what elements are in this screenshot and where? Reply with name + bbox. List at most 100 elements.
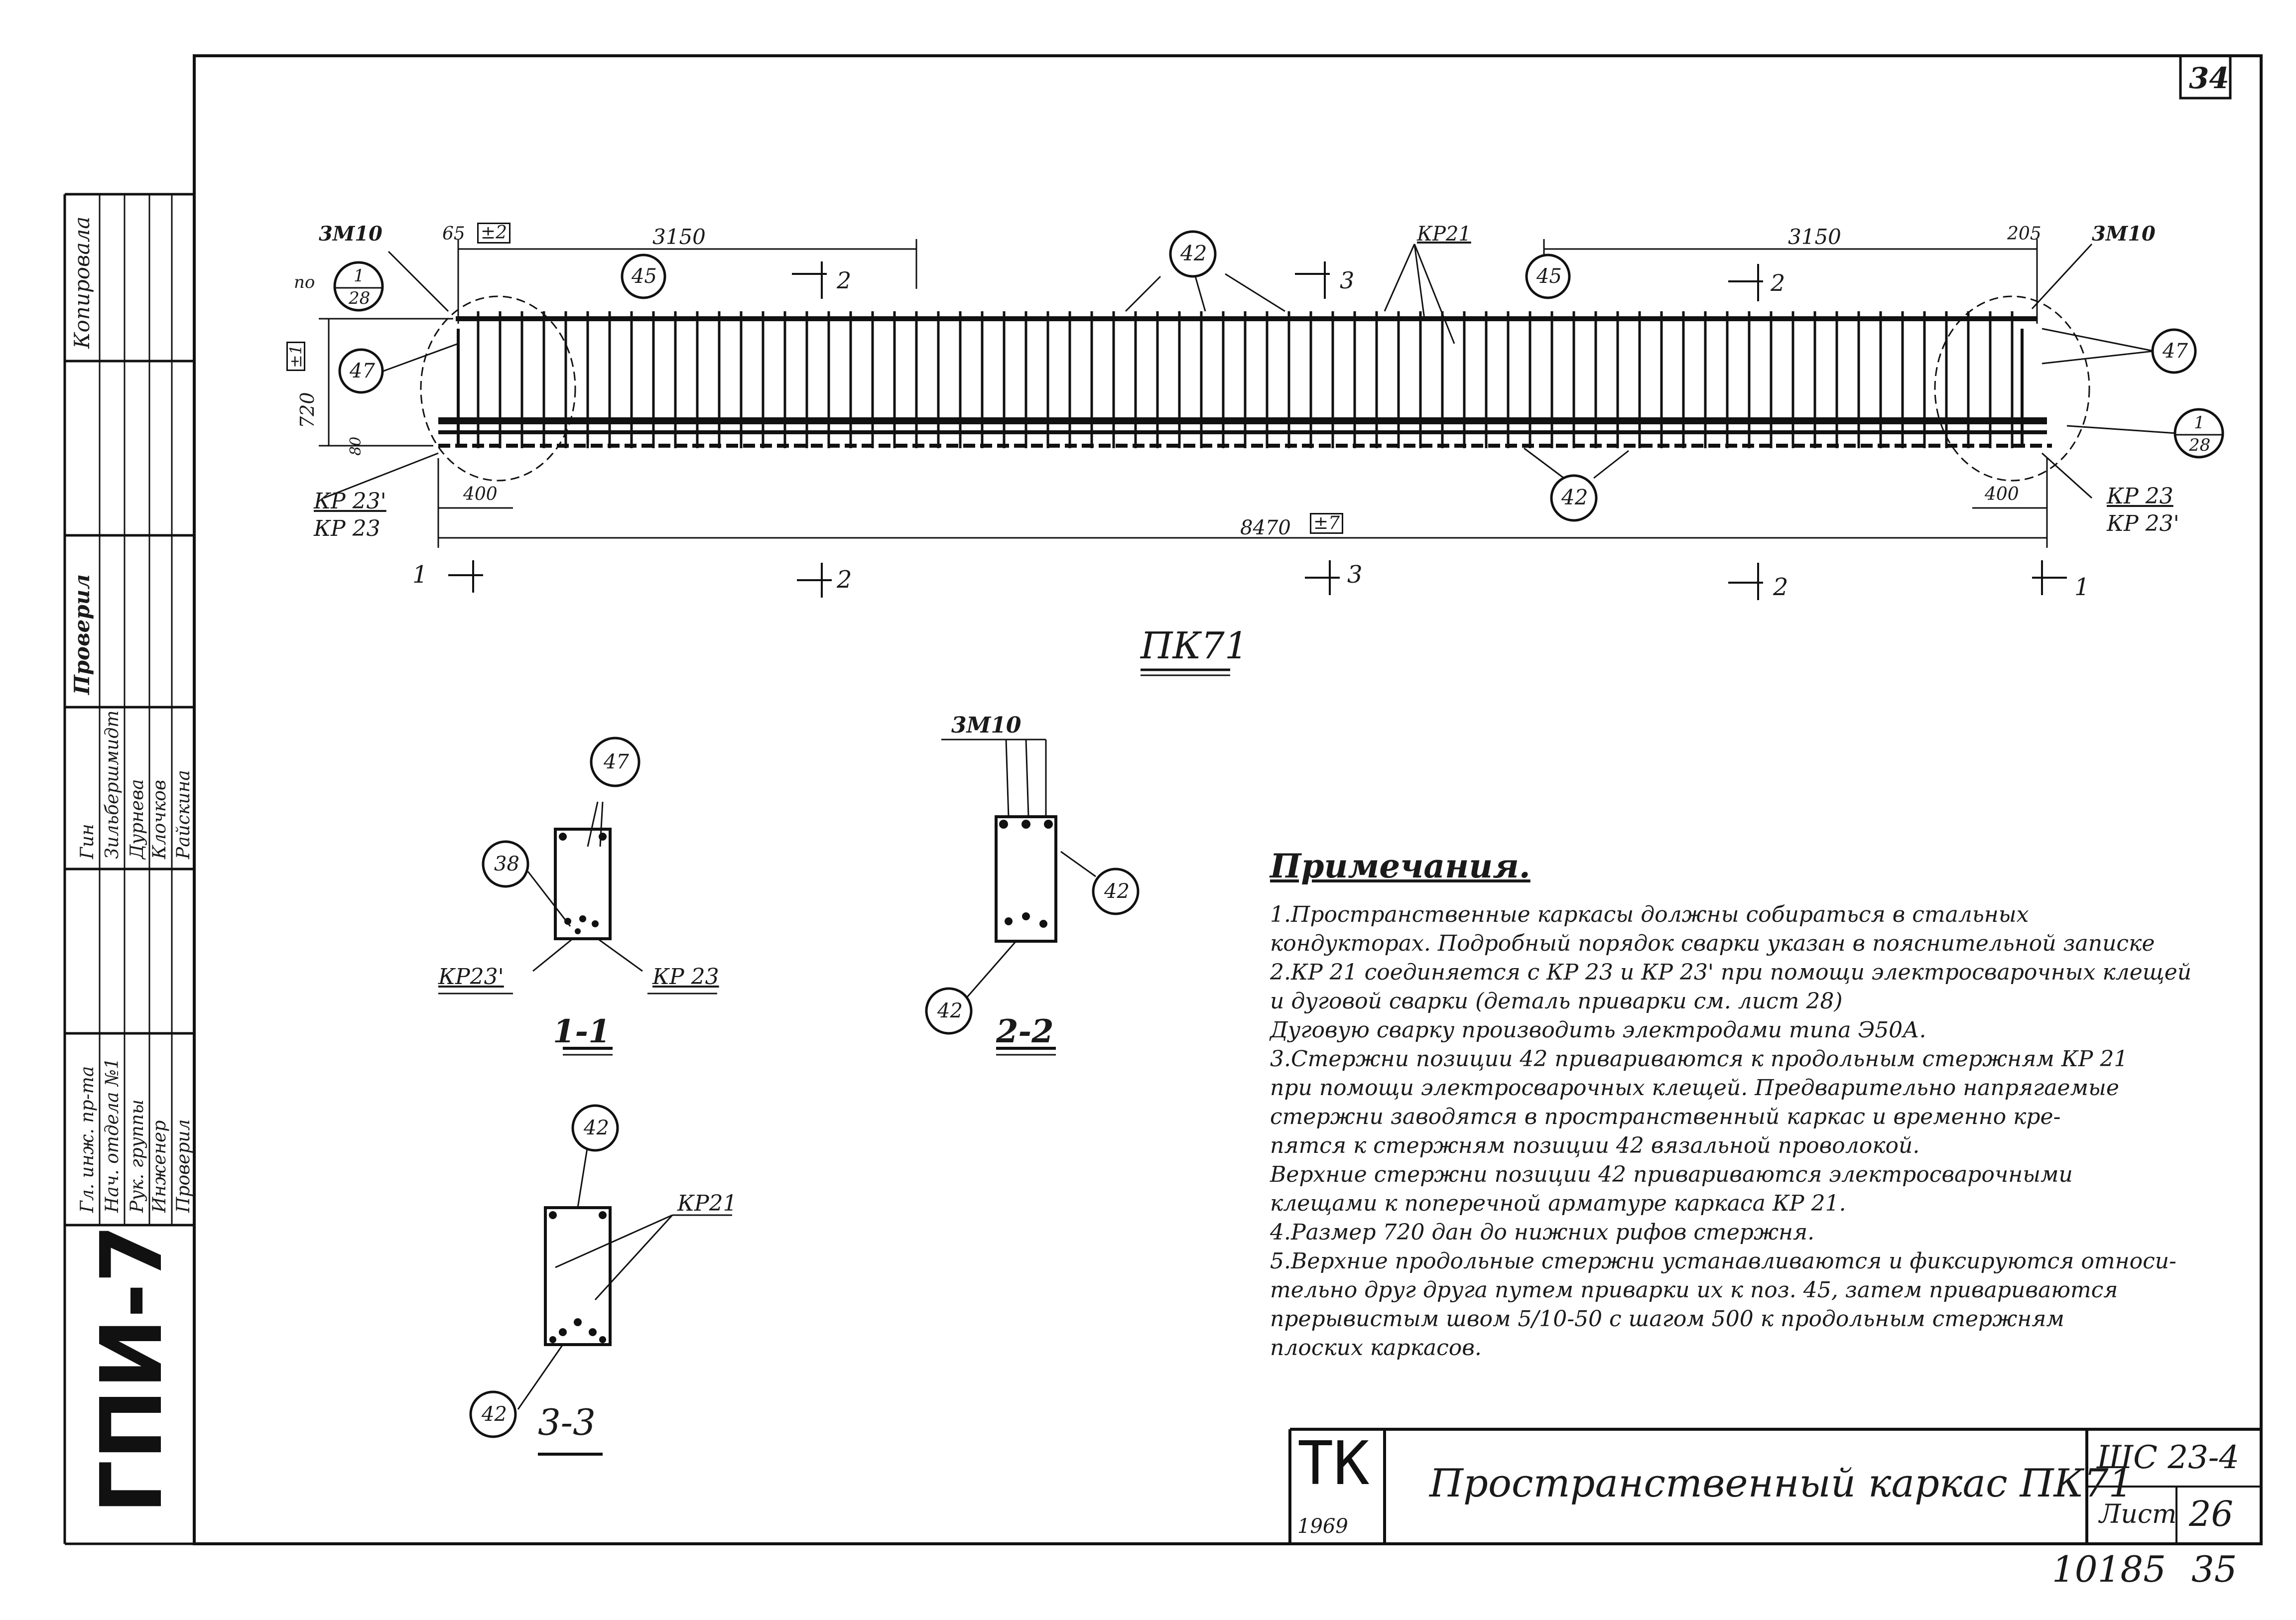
note-line: Дуговую сварку производить электродами т… <box>1270 1017 1926 1043</box>
bubble-42-top: 42 <box>1180 241 1207 265</box>
side-stamp-role-3: Рук. группы <box>127 1099 147 1213</box>
section-3-3-bubble-42b: 42 <box>482 1403 507 1426</box>
section-1-1-kp23: КР 23 <box>652 964 719 990</box>
side-stamp-copied-label: Копировала <box>70 216 94 349</box>
bubble-47-left: 47 <box>350 360 375 382</box>
title-year: 1969 <box>1297 1515 1348 1538</box>
section-mark-1-left: 1 <box>412 561 428 589</box>
dim-small-80: 80 <box>347 436 365 456</box>
section-2-2-bubble-42b: 42 <box>937 999 963 1022</box>
rebar-dots <box>549 820 1053 1343</box>
title-org-mark: ТК <box>1297 1429 1370 1498</box>
side-stamp-name-2: Зильбершмидт <box>102 710 123 859</box>
sheet-frame <box>193 54 2263 1545</box>
notes-block: Примечания. 1.Пространственные каркасы д… <box>1270 847 2216 1363</box>
note-line: плоских каркасов. <box>1270 1335 1482 1361</box>
side-stamp-grid <box>63 193 194 1545</box>
bubble-47-right: 47 <box>2163 340 2188 363</box>
label-kp21-main: КР21 <box>1417 223 1471 246</box>
section-mark-3-top: 3 <box>1340 267 1355 294</box>
dim-left-400: 400 <box>463 484 498 504</box>
section-mark-1-right: 1 <box>2074 573 2090 601</box>
ref-right-top: 1 <box>2194 413 2205 433</box>
drawing-title: Пространственный каркас ПК71 <box>1429 1461 2134 1506</box>
ref-left-bottom: 28 <box>349 288 371 308</box>
dim-height-tol: ±1 <box>286 341 305 371</box>
section-1-1 <box>438 801 717 1056</box>
side-stamp-check-label: Проверил <box>70 574 94 695</box>
dim-right-400: 400 <box>1985 484 2019 504</box>
section-2-2-bubble-42a: 42 <box>1104 880 1130 903</box>
note-line: 4.Размер 720 дан до нижних рифов стержня… <box>1270 1220 1815 1245</box>
note-line: 3.Стержни позиции 42 привариваются к про… <box>1270 1046 2128 1072</box>
dim-right-3150: 3150 <box>1788 225 1841 249</box>
section-3-3-caption: 3-3 <box>538 1401 596 1443</box>
note-line: прерывистым швом 5/10-50 с шагом 500 к п… <box>1270 1306 2064 1332</box>
bubble-42-bottom: 42 <box>1561 485 1588 509</box>
sheet-label: Лист <box>2099 1499 2177 1529</box>
note-line: при помощи электросварочных клещей. Пред… <box>1270 1075 2119 1101</box>
section-1-1-bubble-38: 38 <box>494 853 519 875</box>
main-view-pk71 <box>319 239 2177 676</box>
side-stamp-name-5: Райскина <box>173 770 194 859</box>
dim-total: 8470 <box>1240 516 1291 539</box>
note-line: Верхние стержни позиции 42 привариваются… <box>1270 1162 2073 1187</box>
section-1-1-bubble-47: 47 <box>604 750 629 773</box>
ref-left-top: 1 <box>354 266 365 286</box>
label-kp23-right: КР 23 <box>2107 484 2173 509</box>
note-line: кондукторах. Подробный порядок сварки ук… <box>1270 931 2155 956</box>
section-mark-3: 3 <box>1347 561 1363 589</box>
side-stamp-role-4: Инженер <box>149 1120 170 1213</box>
label-po: по <box>294 272 315 292</box>
dim-left-65: 65 <box>442 224 465 244</box>
page-number-box <box>2179 54 2232 100</box>
side-stamp-role-1: Гл. инж. пр-та <box>77 1066 98 1213</box>
dim-height-720: 720 <box>296 392 318 428</box>
section-3-3-bubble-42a: 42 <box>584 1117 609 1139</box>
section-2-2 <box>941 739 1096 1056</box>
section-3-3 <box>517 1145 732 1456</box>
label-kp23p-left: КР 23' <box>314 489 386 514</box>
notes-title: Примечания. <box>1270 847 1531 885</box>
section-1-1-kp23p: КР23' <box>438 964 504 990</box>
sheet-number: 26 <box>2189 1494 2234 1534</box>
note-line: пятся к стержням позиции 42 вязальной пр… <box>1270 1133 1920 1158</box>
dim-total-tol: ±7 <box>1310 513 1344 534</box>
side-stamp-name-1: Гин <box>77 824 98 859</box>
section-mark-2-right: 2 <box>1773 573 1788 601</box>
dim-right-205: 205 <box>2007 224 2041 244</box>
section-1-1-caption: 1-1 <box>553 1013 611 1050</box>
label-3m10-left: 3М10 <box>319 222 383 246</box>
side-stamp-name-3: Дурнева <box>127 779 147 859</box>
section-mark-2-left: 2 <box>837 566 852 594</box>
page-number: 34 <box>2189 61 2229 95</box>
section-2-2-3m10: 3М10 <box>951 713 1021 738</box>
main-view-caption: ПК71 <box>1141 624 1248 667</box>
note-line: стержни заводятся в пространственный кар… <box>1270 1104 2061 1129</box>
note-line: тельно друг друга путем приварки их к по… <box>1270 1277 2118 1303</box>
bubble-45-left: 45 <box>632 265 657 288</box>
section-2-2-caption: 2-2 <box>996 1013 1054 1050</box>
note-line: и дуговой сварки (деталь приварки см. ли… <box>1270 989 1843 1014</box>
note-line: 2.КР 21 соединяется с КР 23 и КР 23' при… <box>1270 960 2192 985</box>
bubble-45-right: 45 <box>1536 265 1562 288</box>
ref-right-bottom: 28 <box>2189 435 2211 455</box>
note-line: 1.Пространственные каркасы должны собира… <box>1270 902 2029 927</box>
series-code: ШС 23-4 <box>2097 1439 2240 1476</box>
note-line: клещами к поперечной арматуре каркаса КР… <box>1270 1191 1846 1216</box>
section-3-3-kp21: КР21 <box>677 1191 737 1216</box>
dim-left-tol: ±2 <box>477 223 511 244</box>
title-block-grid <box>1288 1428 2261 1544</box>
dim-left-3150: 3150 <box>652 225 706 249</box>
section-mark-2-top-right: 2 <box>1771 269 1786 296</box>
archive-number: 10185 <box>2052 1548 2167 1590</box>
archive-sheet-number: 35 <box>2191 1548 2237 1590</box>
label-kp23-left: КР 23 <box>314 516 381 541</box>
side-stamp-role-2: Нач. отдела №1 <box>102 1058 123 1213</box>
note-line: 5.Верхние продольные стержни устанавлива… <box>1270 1248 2176 1274</box>
section-mark-2-top-left: 2 <box>837 267 852 294</box>
side-stamp-org: ГПИ-7 <box>83 1224 181 1514</box>
position-bubbles <box>333 230 2224 1438</box>
side-stamp-role-5: Проверил <box>173 1119 194 1213</box>
